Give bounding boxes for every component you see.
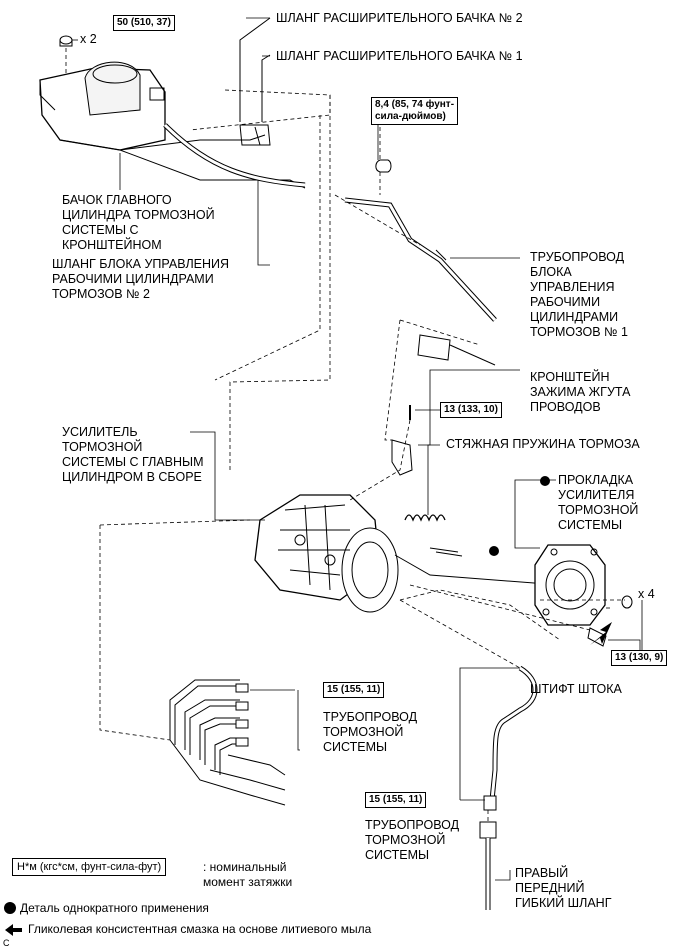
legend-torque-desc: : номинальный момент затяжки	[203, 860, 293, 889]
torque-spec: 13 (130, 9)	[611, 650, 668, 666]
torque-spec: 50 (510, 37)	[113, 15, 175, 31]
non-reusable-marker	[540, 476, 550, 486]
torque-spec: 15 (155, 11)	[365, 792, 427, 808]
quantity-label: x 4	[638, 587, 655, 601]
torque-spec: 8,4 (85, 74 фунт- сила-дюймов)	[371, 97, 459, 125]
figure-code: C	[3, 938, 10, 948]
legend-non-reusable: Деталь однократного применения	[20, 901, 209, 915]
reservoir-drawing	[39, 35, 306, 189]
label-push-rod-pin: ШТИФТ ШТОКА	[530, 682, 622, 696]
label-return-spring: СТЯЖНАЯ ПРУЖИНА ТОРМОЗА	[446, 437, 640, 451]
legend-bullet-icon	[4, 902, 16, 914]
label-brake-line-lower: ТРУБОПРОВОД ТОРМОЗНОЙ СИСТЕМЫ	[365, 818, 460, 862]
grease-arrow-icon	[590, 622, 612, 645]
torque-spec: 13 (133, 10)	[440, 402, 502, 418]
label-brake-line-upper: ТРУБОПРОВОД ТОРМОЗНОЙ СИСТЕМЫ	[323, 710, 418, 754]
non-reusable-marker	[489, 546, 499, 556]
label-actuator-pipe-1: ТРУБОПРОВОД БЛОКА УПРАВЛЕНИЯ РАБОЧИМИ ЦИ…	[530, 250, 628, 339]
gasket-drawing	[534, 544, 606, 626]
label-wire-clamp-bracket: КРОНШТЕЙН ЗАЖИМА ЖГУТА ПРОВОДОВ	[530, 370, 631, 414]
torque-spec: 15 (155, 11)	[323, 682, 385, 698]
label-booster-gasket: ПРОКЛАДКА УСИЛИТЕЛЯ ТОРМОЗНОЙ СИСТЕМЫ	[558, 473, 639, 532]
booster-drawing	[254, 494, 561, 613]
label-reservoir-hose-1: ШЛАНГ РАСШИРИТЕЛЬНОГО БАЧКА № 1	[276, 49, 523, 63]
label-reservoir: БАЧОК ГЛАВНОГО ЦИЛИНДРА ТОРМОЗНОЙ СИСТЕМ…	[62, 193, 215, 252]
grease-legend-arrow-icon	[5, 924, 22, 936]
quantity-label: x 2	[80, 32, 97, 46]
label-flex-hose: ПРАВЫЙ ПЕРЕДНИЙ ГИБКИЙ ШЛАНГ	[515, 866, 612, 910]
label-actuator-hose-2: ШЛАНГ БЛОКА УПРАВЛЕНИЯ РАБОЧИМИ ЦИЛИНДРА…	[52, 257, 230, 301]
legend-grease: Гликолевая консистентная смазка на основ…	[28, 922, 372, 936]
brake-lines-drawing	[169, 665, 538, 910]
label-booster: УСИЛИТЕЛЬ ТОРМОЗНОЙ СИСТЕМЫ С ГЛАВНЫМ ЦИ…	[62, 425, 204, 484]
label-reservoir-hose-2: ШЛАНГ РАСШИРИТЕЛЬНОГО БАЧКА № 2	[276, 11, 523, 25]
legend-torque-unit: Н*м (кгс*см, фунт-сила-фут)	[12, 858, 167, 876]
